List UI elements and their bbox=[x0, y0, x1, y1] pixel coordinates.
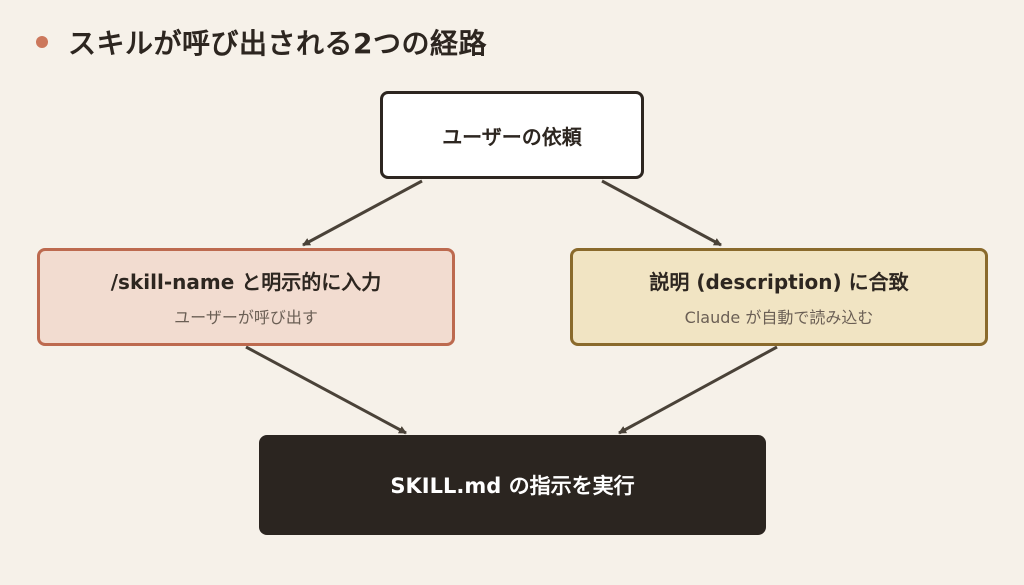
node-description-match: 説明 (description) に合致 Claude が自動で読み込む bbox=[570, 248, 988, 346]
arrow-top-to-right bbox=[601, 179, 722, 247]
node-explicit-invoke-label: /skill-name と明示的に入力 bbox=[110, 270, 382, 294]
node-execute-skill-label: SKILL.md の指示を実行 bbox=[390, 474, 635, 498]
title-row: スキルが呼び出される2つの経路 bbox=[36, 22, 487, 62]
node-explicit-invoke: /skill-name と明示的に入力 ユーザーが呼び出す bbox=[37, 248, 455, 346]
page-title: スキルが呼び出される2つの経路 bbox=[68, 27, 487, 60]
title-bullet-icon bbox=[36, 36, 48, 48]
node-user-request: ユーザーの依頼 bbox=[380, 91, 644, 179]
node-description-match-sub: Claude が自動で読み込む bbox=[684, 308, 874, 327]
node-description-match-label: 説明 (description) に合致 bbox=[649, 270, 909, 294]
node-execute-skill: SKILL.md の指示を実行 bbox=[259, 435, 766, 535]
arrow-top-to-left bbox=[302, 179, 423, 247]
node-user-request-label: ユーザーの依頼 bbox=[442, 124, 582, 149]
node-explicit-invoke-sub: ユーザーが呼び出す bbox=[174, 308, 318, 327]
arrow-left-to-bottom bbox=[245, 345, 407, 435]
arrow-right-to-bottom bbox=[618, 345, 778, 435]
